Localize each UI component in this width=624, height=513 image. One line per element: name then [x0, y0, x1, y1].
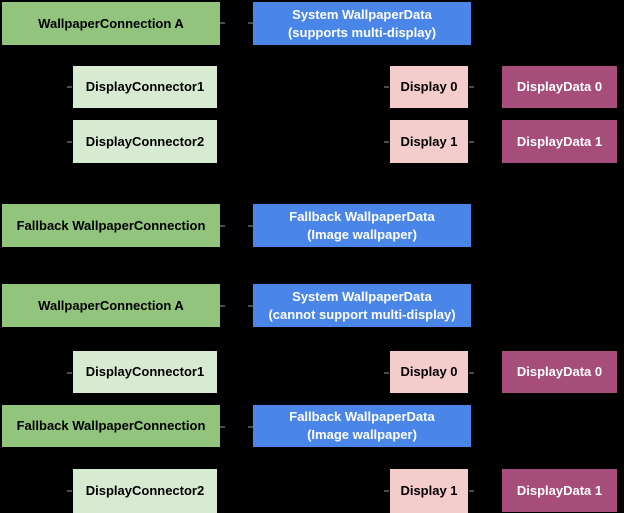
- connector-stub: [220, 426, 225, 428]
- connector-stub: [220, 305, 225, 307]
- single-display-0-box: Display 0: [390, 351, 468, 393]
- multi-system-wallpaper-data-line1: System WallpaperData: [292, 6, 432, 22]
- multi-display-connector-2-box: DisplayConnector2: [73, 120, 217, 163]
- single-display-1-box: Display 1: [390, 469, 468, 513]
- connector-stub: [67, 141, 72, 143]
- multi-system-wallpaper-data-line2: (supports multi-display): [287, 24, 437, 40]
- single-fallback-wallpaper-data-line2: (Image wallpaper): [307, 427, 417, 442]
- multi-display-connector-1-box: DisplayConnector1: [73, 66, 217, 108]
- connector-stub: [248, 225, 253, 227]
- connector-stub: [384, 372, 389, 374]
- multi-display-data-1-box: DisplayData 1: [502, 120, 617, 163]
- connector-stub: [67, 86, 72, 88]
- single-system-wallpaper-data-line2: (cannot support multi-display): [268, 306, 456, 322]
- single-display-connector-1-box: DisplayConnector1: [73, 351, 217, 393]
- connector-stub: [469, 372, 474, 374]
- single-fallback-wallpaper-connection-box: Fallback WallpaperConnection: [2, 405, 220, 447]
- multi-system-wallpaper-data-box: System WallpaperData (supports multi-dis…: [253, 2, 471, 45]
- multi-fallback-wallpaper-data-line1: Fallback WallpaperData: [289, 208, 435, 224]
- connector-stub: [384, 490, 389, 492]
- single-display-data-1-box: DisplayData 1: [502, 469, 617, 512]
- connector-stub: [67, 490, 72, 492]
- connector-stub: [248, 305, 253, 307]
- single-system-wallpaper-data-line1: System WallpaperData: [292, 288, 432, 304]
- single-wallpaper-connection-a-box: WallpaperConnection A: [2, 284, 220, 327]
- multi-display-data-0-box: DisplayData 0: [502, 66, 617, 108]
- single-system-wallpaper-data-box: System WallpaperData (cannot support mul…: [253, 284, 471, 327]
- connector-stub: [248, 22, 253, 24]
- connector-stub: [384, 141, 389, 143]
- connector-stub: [469, 141, 474, 143]
- connector-stub: [469, 86, 474, 88]
- connector-stub: [220, 225, 225, 227]
- connector-stub: [248, 426, 253, 428]
- multi-fallback-wallpaper-data-line2: (Image wallpaper): [307, 226, 417, 242]
- multi-display-1-box: Display 1: [390, 120, 468, 163]
- connector-stub: [469, 490, 474, 492]
- connector-stub: [67, 372, 72, 374]
- single-display-connector-2-box: DisplayConnector2: [73, 469, 217, 513]
- multi-fallback-wallpaper-connection-box: Fallback WallpaperConnection: [2, 204, 220, 247]
- multi-wallpaper-connection-a-box: WallpaperConnection A: [2, 2, 220, 45]
- single-fallback-wallpaper-data-line1: Fallback WallpaperData: [289, 409, 435, 424]
- connector-stub: [220, 22, 225, 24]
- connector-stub: [384, 86, 389, 88]
- single-display-data-0-box: DisplayData 0: [502, 351, 617, 393]
- single-fallback-wallpaper-data-box: Fallback WallpaperData (Image wallpaper): [253, 405, 471, 447]
- multi-fallback-wallpaper-data-box: Fallback WallpaperData (Image wallpaper): [253, 204, 471, 247]
- multi-display-0-box: Display 0: [390, 66, 468, 108]
